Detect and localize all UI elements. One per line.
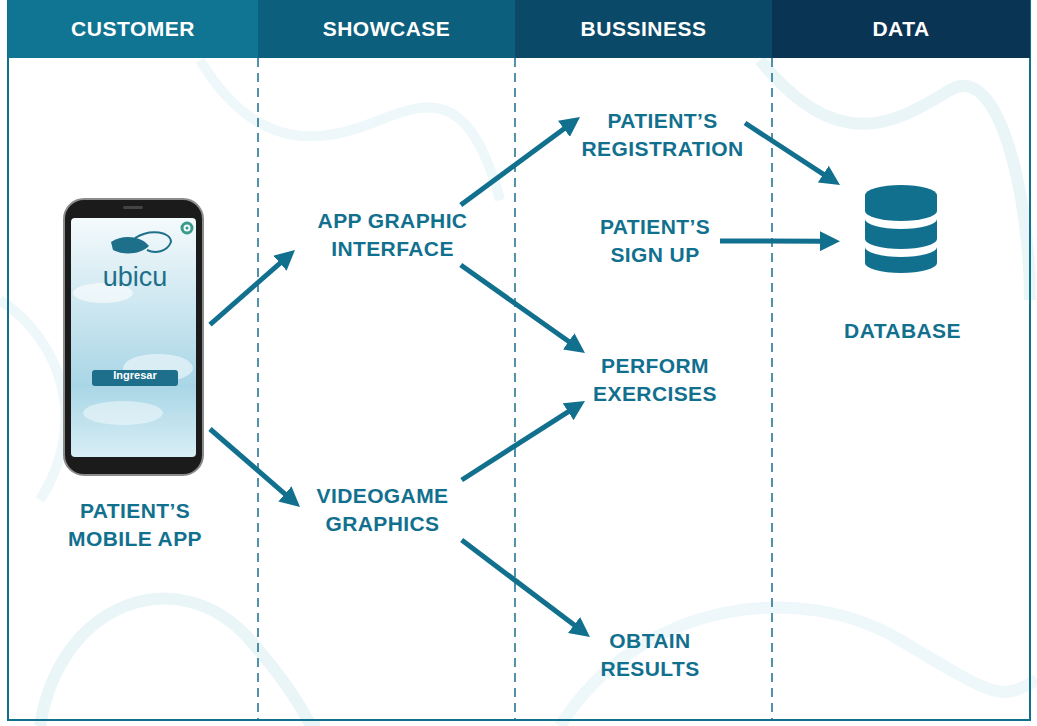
database-icon — [863, 183, 943, 278]
header-text: CUSTOMER — [71, 17, 195, 41]
showcase-item: APP GRAPHIC INTERFACE — [295, 205, 490, 265]
header-text: SHOWCASE — [323, 17, 451, 41]
column-header: CUSTOMER — [8, 0, 258, 58]
app-logo-text: ubicu — [85, 262, 185, 293]
node-label: VIDEOGAME GRAPHICS — [300, 482, 465, 538]
frame-border — [8, 1, 1030, 720]
decor-curve — [560, 608, 1037, 726]
decor-curve — [0, 300, 65, 500]
node-label: APP GRAPHIC INTERFACE — [295, 207, 490, 263]
flow-arrow — [210, 261, 283, 325]
flow-arrow — [210, 429, 288, 497]
header-text: BUSSINESS — [581, 17, 707, 41]
column-header: BUSSINESS — [515, 0, 772, 58]
column-divider — [257, 58, 259, 720]
business-process: OBTAIN RESULTS — [590, 625, 710, 685]
business-process: PATIENT’S REGISTRATION — [580, 105, 745, 165]
node-label: PERFORM EXERCISES — [585, 352, 725, 408]
flow-arrow — [461, 127, 567, 205]
flow-arrow — [461, 265, 572, 344]
column-divider — [514, 58, 516, 720]
flow-arrow — [462, 540, 578, 627]
decor-curve — [40, 599, 320, 726]
showcase-item: VIDEOGAME GRAPHICS — [300, 480, 465, 540]
node-label: OBTAIN RESULTS — [590, 627, 710, 683]
business-process: PERFORM EXERCISES — [585, 350, 725, 410]
login-button-text: Ingresar — [92, 369, 178, 381]
flow-arrow — [462, 410, 572, 480]
column-header: SHOWCASE — [258, 0, 515, 58]
decor-curve — [760, 60, 1030, 300]
decor-curve — [200, 60, 500, 200]
node-label: DATABASE — [840, 317, 965, 345]
header-text: DATA — [872, 17, 929, 41]
column-divider — [771, 58, 773, 720]
node-label: PATIENT’S REGISTRATION — [580, 107, 745, 163]
database: DATABASE — [840, 180, 965, 350]
phone-illustration — [63, 198, 208, 480]
flow-arrow — [720, 239, 824, 244]
column-header: DATA — [772, 0, 1030, 58]
flow-arrow — [745, 123, 827, 176]
node-label: PATIENT’S MOBILE APP — [60, 497, 210, 553]
node-label: PATIENT’S SIGN UP — [590, 213, 720, 269]
business-process: PATIENT’S SIGN UP — [590, 212, 720, 270]
